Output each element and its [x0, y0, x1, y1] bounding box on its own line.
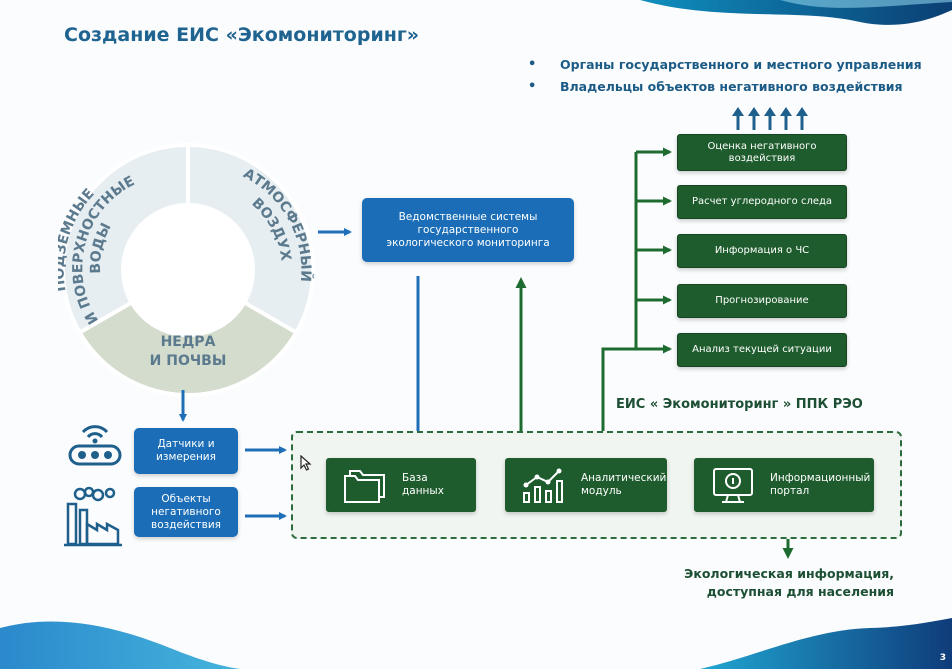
ring-outer-border [61, 143, 315, 397]
objects-label: Объекты негативного воздействия [151, 492, 221, 531]
public-info-caption: Экологическая информация, доступная для … [684, 565, 894, 601]
public-info-line: доступная для населения [706, 584, 894, 599]
portal-module: Информационный портал [694, 458, 874, 512]
folders-icon [344, 470, 385, 503]
sensors-label: Датчики и измерения [156, 438, 216, 463]
output-box: Расчет углеродного следа [677, 185, 847, 219]
monitor-info-icon [713, 468, 753, 503]
audience-item: Владельцы объектов негативного воздейств… [528, 76, 922, 98]
output-label: Информация о ЧС [714, 245, 810, 256]
output-box: Анализ текущей ситуации [677, 333, 847, 367]
ring-label-soil: НЕДРА [161, 334, 216, 350]
module-label: Информационный портал [770, 472, 871, 497]
ring-segment-bottom [79, 302, 297, 395]
module-label: База данных [402, 472, 444, 497]
sensor-icon [68, 425, 122, 466]
ring-hole [121, 203, 255, 337]
factory-icon [64, 486, 122, 547]
output-label: Расчет углеродного следа [691, 196, 833, 207]
audience-item: Органы государственного и местного управ… [528, 54, 922, 76]
bottom-left-wave [0, 621, 240, 669]
ring-divider [78, 300, 133, 335]
audience-list: Органы государственного и местного управ… [528, 54, 922, 98]
module-label: Аналитический модуль [581, 472, 667, 497]
public-info-line: Экологическая информация, [684, 566, 894, 581]
analytics-chart-icon [523, 468, 563, 503]
output-box: Информация о ЧС [677, 234, 847, 268]
output-box: Прогнозирование [677, 284, 847, 318]
objects-box: Объекты негативного воздействия [134, 487, 238, 537]
output-label: Прогнозирование [715, 295, 809, 306]
page-title: Создание ЕИС «Экомониторинг» [64, 24, 420, 46]
sensors-box: Датчики и измерения [134, 428, 238, 474]
top-right-wave-light [780, 0, 952, 8]
output-label: Анализ текущей ситуации [692, 344, 832, 355]
platform-title: ЕИС « Экомониторинг » ППК РЭО [616, 397, 863, 412]
ring-label-soil: И ПОЧВЫ [150, 353, 227, 369]
bottom-right-wave [700, 618, 952, 669]
mouse-cursor-icon [300, 455, 312, 471]
agency-systems-label: Ведомственные системы государственного э… [386, 210, 550, 249]
agency-systems-box: Ведомственные системы государственного э… [362, 198, 574, 262]
database-module: База данных [326, 458, 476, 512]
ring-divider [243, 300, 298, 335]
page-number: 3 [939, 653, 946, 663]
environment-ring: ПОДЗЕМНЫЕ И ПОВЕРХНОСТНЫЕ ВОДЫ АТМОСФЕРН… [58, 143, 315, 397]
output-box: Оценка негативного воздействия [677, 134, 847, 171]
output-label: Оценка негативного воздействия [707, 140, 817, 164]
analytics-module: Аналитический модуль [505, 458, 667, 512]
